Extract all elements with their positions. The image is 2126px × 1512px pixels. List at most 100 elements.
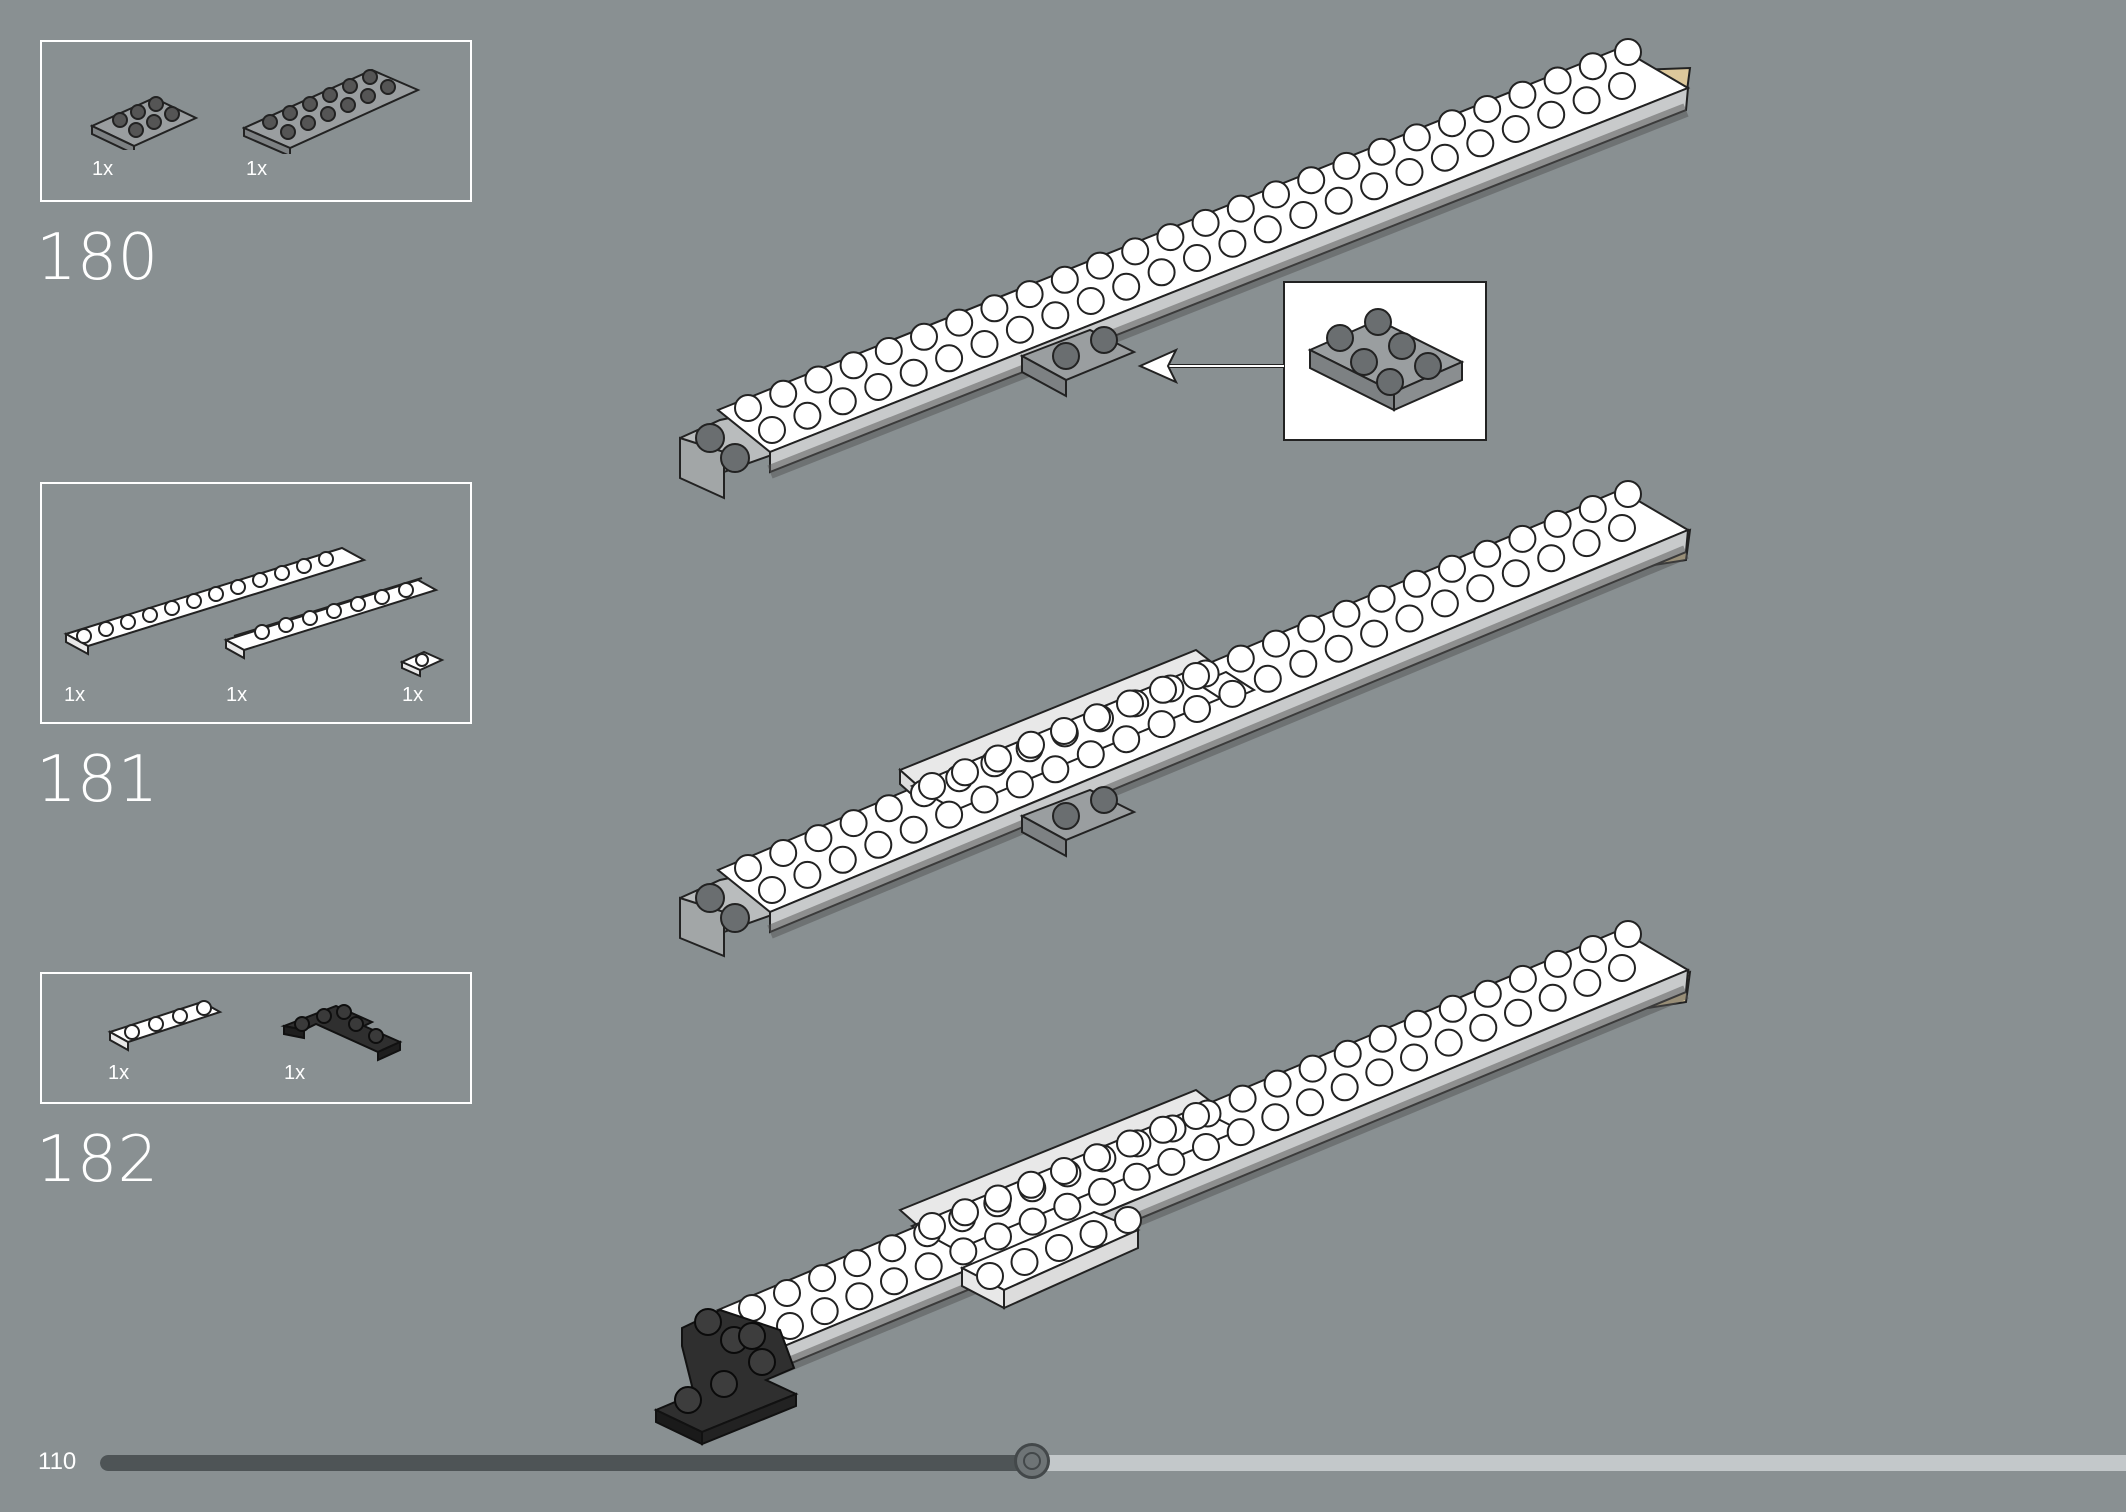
stud	[1076, 740, 1105, 769]
stud	[734, 394, 762, 422]
stud	[1400, 1043, 1428, 1072]
stud	[1538, 983, 1567, 1012]
stud	[776, 1312, 804, 1340]
page-number: 110	[38, 1448, 77, 1475]
stud	[1402, 569, 1431, 598]
stud	[1182, 1102, 1210, 1130]
stud	[1368, 1024, 1397, 1053]
stud	[1192, 1133, 1220, 1161]
stud	[1466, 574, 1495, 603]
stud	[1218, 679, 1247, 708]
stud	[1050, 1157, 1078, 1185]
stud	[899, 358, 928, 387]
stud	[1156, 223, 1185, 252]
stud	[984, 1222, 1012, 1251]
stud	[914, 1252, 943, 1281]
stud	[804, 365, 833, 394]
stud	[1088, 1177, 1116, 1206]
stud	[1402, 123, 1431, 152]
stud	[1395, 158, 1424, 186]
stud	[1263, 1069, 1292, 1098]
stud	[1112, 725, 1141, 754]
stud	[1045, 1234, 1073, 1262]
stud	[951, 1198, 979, 1227]
stud	[980, 294, 1009, 323]
stud	[1253, 664, 1282, 693]
stud	[1434, 1028, 1463, 1057]
stud	[1395, 604, 1424, 633]
stud	[1015, 280, 1044, 309]
step-number: 180	[36, 221, 159, 295]
stud	[1086, 251, 1114, 280]
stud	[793, 860, 822, 889]
stud	[880, 1267, 908, 1296]
stud	[1262, 180, 1290, 209]
qty-label: 1x	[402, 684, 424, 706]
stud	[1367, 137, 1396, 166]
stud	[1508, 524, 1537, 553]
stud	[1438, 994, 1467, 1023]
stud	[1501, 115, 1530, 143]
stud	[1112, 272, 1141, 301]
stud	[769, 839, 798, 867]
stud	[758, 876, 786, 904]
stud	[1430, 589, 1459, 618]
stud	[1543, 949, 1572, 978]
stud	[1614, 920, 1642, 948]
stud	[1296, 1088, 1324, 1117]
progress-handle[interactable]	[1014, 1443, 1050, 1479]
stud	[1191, 208, 1220, 237]
stud	[1543, 509, 1572, 538]
stud	[1430, 143, 1459, 172]
stud	[1579, 935, 1607, 963]
stud	[1504, 998, 1532, 1027]
studs-step-182	[738, 920, 1642, 1340]
parts-box-step-180: 1x 1x	[40, 40, 472, 202]
stud	[864, 830, 893, 859]
stud	[935, 344, 964, 373]
stud	[758, 416, 786, 444]
stud	[828, 845, 857, 874]
stud	[1332, 599, 1361, 628]
stud	[1116, 1129, 1144, 1158]
stud	[1608, 514, 1636, 542]
qty-label: 1x	[92, 158, 114, 180]
stud	[1076, 287, 1105, 315]
stud	[1147, 258, 1176, 287]
stud	[773, 1279, 801, 1307]
stud	[1508, 964, 1537, 993]
step-number: 182	[36, 1123, 159, 1197]
stud	[1228, 1084, 1257, 1113]
stud	[1218, 229, 1247, 258]
stud	[1438, 109, 1466, 138]
plate-1x12-part	[63, 546, 367, 656]
stud	[1149, 1115, 1177, 1144]
stud	[1041, 755, 1070, 784]
stud	[951, 758, 979, 787]
stud	[1608, 954, 1636, 982]
progress-fill	[100, 1455, 1032, 1471]
qty-label: 1x	[284, 1062, 306, 1084]
stud	[1050, 265, 1079, 294]
stud	[793, 401, 822, 430]
qty-label: 1x	[64, 684, 86, 706]
stud	[984, 1184, 1012, 1213]
assembly-step-180	[679, 38, 1692, 500]
stud	[1367, 584, 1396, 613]
stud	[864, 373, 893, 401]
stud	[1403, 1009, 1432, 1038]
stud	[1182, 662, 1210, 690]
callout-box	[1283, 281, 1487, 441]
stud	[1010, 1248, 1039, 1276]
parts-box-step-182: 1x 1x	[40, 972, 472, 1104]
stud	[1365, 1058, 1394, 1087]
stud	[1508, 80, 1537, 109]
qty-label: 1x	[246, 158, 268, 180]
stud	[1438, 554, 1466, 583]
stud	[1262, 629, 1290, 658]
stud	[1018, 1207, 1047, 1236]
stud	[1324, 186, 1353, 215]
stud	[878, 1234, 907, 1263]
plate-1x1-part	[400, 650, 445, 678]
studs-step-180	[734, 38, 1642, 444]
